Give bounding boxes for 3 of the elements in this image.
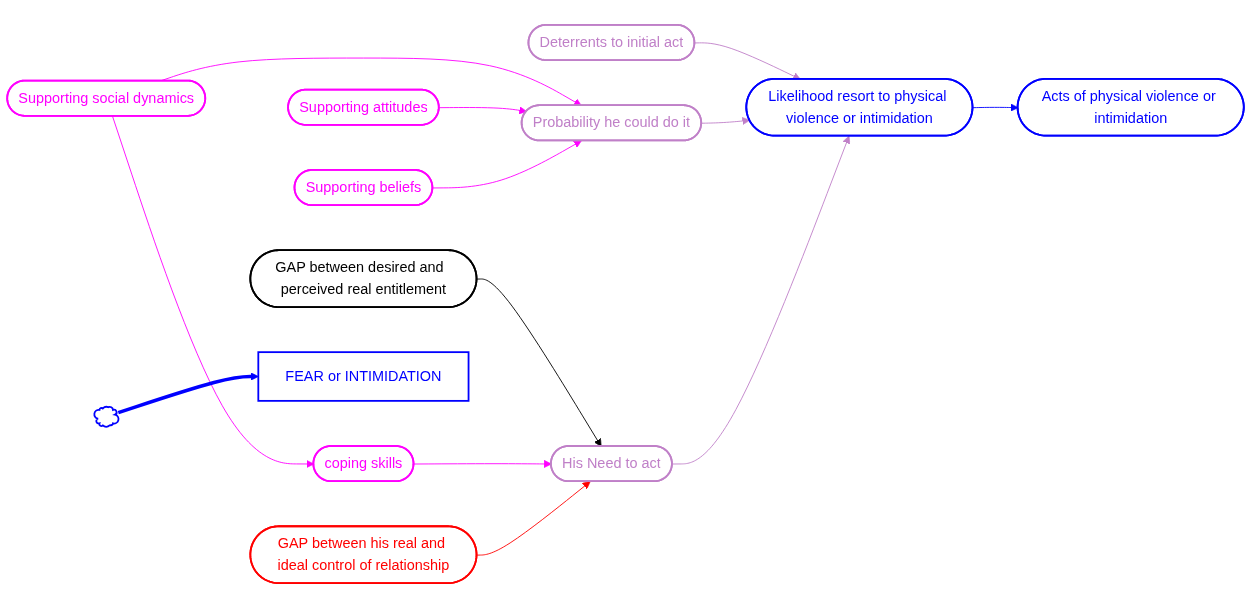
node-cloud (93, 405, 120, 428)
arrow (117, 372, 259, 415)
node-box: FEAR or INTIMIDATION (257, 351, 470, 402)
